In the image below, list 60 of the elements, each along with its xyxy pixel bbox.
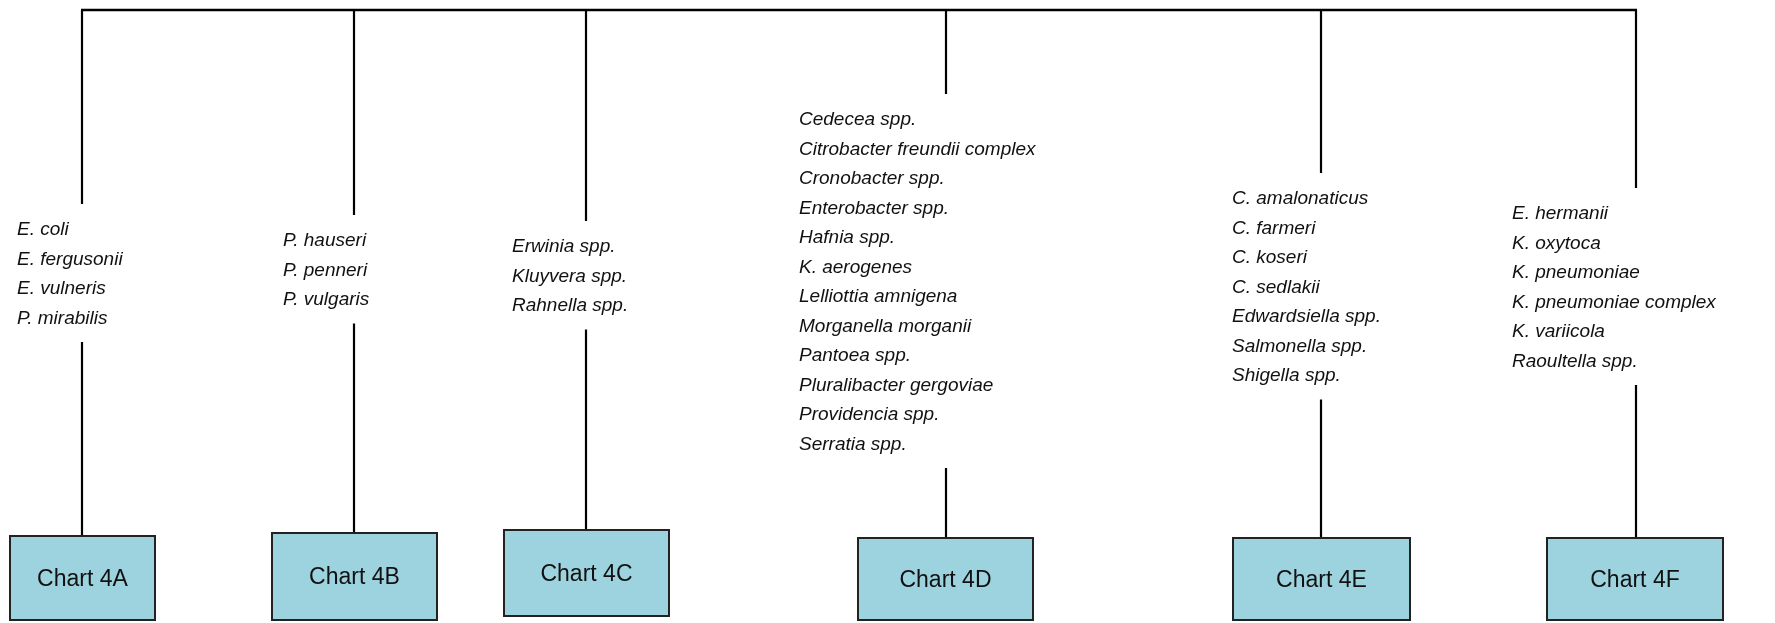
species-name: Lelliottia amnigena (799, 284, 959, 308)
connector-line (944, 10, 948, 94)
species-name: Edwardsiella spp. (1232, 304, 1381, 328)
chart-box (271, 532, 438, 621)
connector-line (584, 10, 588, 221)
connector-line (1319, 10, 1323, 173)
chart-label: Chart 4E (1276, 565, 1367, 593)
species-name: K. pneumoniae complex (1512, 289, 1716, 314)
species-name: Kluyvera spp. (512, 263, 629, 288)
chart-label: Chart 4F (1590, 565, 1680, 593)
species-name: C. koseri (1232, 245, 1309, 269)
species-name: Hafnia spp. (799, 225, 897, 249)
chart-label: Chart 4D (899, 565, 992, 593)
species-name: K. pneumoniae (1512, 260, 1641, 284)
species-name: Raoultella spp. (1512, 348, 1639, 373)
species-name: K. aerogenes (799, 254, 914, 279)
species-name: Salmonella spp. (1232, 333, 1369, 358)
connector-line (944, 468, 948, 537)
species-name: Serratia spp. (799, 431, 908, 456)
chart-box (503, 529, 670, 617)
chart-box (9, 535, 156, 621)
connector-line (80, 342, 84, 535)
species-name: Rahnella spp. (512, 293, 629, 317)
species-name: Enterobacter spp. (799, 195, 950, 220)
species-name: Cronobacter spp. (799, 166, 946, 190)
species-name: P. penneri (283, 257, 369, 282)
chart-box (1232, 537, 1411, 621)
connector-line (80, 10, 84, 204)
species-name: Citrobacter freundii complex (799, 136, 1036, 161)
connector-line (352, 323, 356, 532)
species-name: E. vulneris (17, 276, 107, 300)
species-name: P. hauseri (283, 228, 368, 252)
species-name: Cedecea spp. (799, 107, 918, 131)
species-name: Pantoea spp. (799, 343, 912, 367)
species-name: Pluralibacter gergoviae (799, 372, 995, 397)
species-name: Shigella spp. (1232, 363, 1342, 387)
chart-box (1546, 537, 1724, 621)
species-name: E. fergusonii (17, 246, 123, 271)
species-name: K. oxytoca (1512, 230, 1602, 255)
chart-box (857, 537, 1034, 621)
species-name: C. farmeri (1232, 215, 1317, 240)
connector-line (584, 329, 588, 529)
species-name: C. amalonaticus (1232, 186, 1370, 210)
connector-line (1634, 10, 1638, 188)
chart-label: Chart 4C (540, 559, 633, 587)
connector-line (1319, 399, 1323, 537)
species-name: E. hermanii (1512, 201, 1610, 225)
species-name: P. mirabilis (17, 305, 109, 330)
trunk-line (81, 8, 1637, 12)
chart-label: Chart 4A (37, 564, 128, 592)
connector-line (352, 10, 356, 215)
species-name: Morganella morganii (799, 313, 973, 338)
species-name: K. variicola (1512, 319, 1606, 343)
species-name: Erwinia spp. (512, 234, 617, 258)
species-name: Providencia spp. (799, 402, 941, 426)
connector-line (1634, 385, 1638, 537)
species-name: C. sedlakii (1232, 274, 1321, 299)
species-name: P. vulgaris (283, 287, 370, 311)
chart-label: Chart 4B (309, 563, 400, 590)
species-name: E. coli (17, 217, 70, 241)
